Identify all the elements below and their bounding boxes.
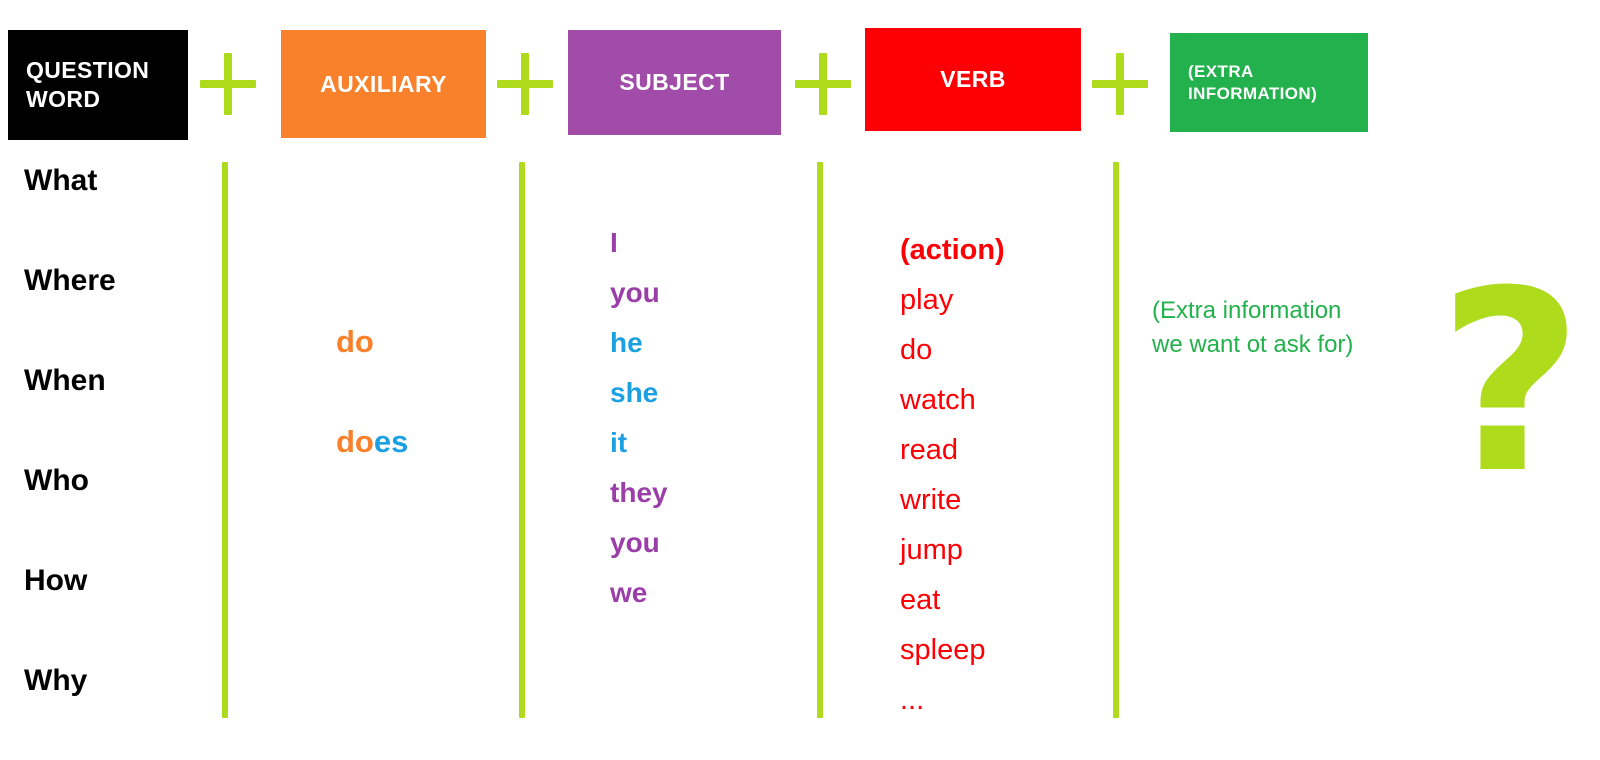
auxiliary-stem: do bbox=[336, 324, 374, 359]
list-item-verb: play bbox=[900, 284, 954, 316]
column-divider bbox=[222, 162, 228, 718]
list-item-subject: you bbox=[610, 277, 660, 308]
plus-icon bbox=[795, 53, 851, 115]
verb-column: (action) play do watch read write jump e… bbox=[900, 225, 1100, 725]
list-item-verb: spleep bbox=[900, 634, 986, 666]
column-divider bbox=[519, 162, 525, 718]
list-item-subject: he bbox=[610, 327, 643, 358]
header-label-subject: SUBJECT bbox=[619, 69, 730, 96]
list-item-verb: (action) bbox=[900, 234, 1005, 266]
list-item-question-word: Why bbox=[24, 664, 88, 697]
plus-icon bbox=[200, 53, 256, 115]
extra-information-line-1: (Extra information bbox=[1152, 297, 1342, 324]
header-box-subject: SUBJECT bbox=[568, 30, 781, 135]
list-item-subject: they bbox=[610, 477, 668, 508]
list-item-auxiliary: do bbox=[336, 325, 496, 425]
extra-information-note: (Extra information we want ot ask for) bbox=[1152, 294, 1422, 362]
list-item-subject: it bbox=[610, 427, 628, 458]
header-box-auxiliary: AUXILIARY bbox=[281, 30, 486, 138]
question-mark-icon: ? bbox=[1438, 237, 1584, 528]
list-item-verb: do bbox=[900, 334, 933, 366]
list-item-question-word: Where bbox=[24, 264, 116, 297]
list-item-question-word: Who bbox=[24, 464, 89, 497]
list-item-subject: you bbox=[610, 527, 660, 558]
list-item-question-word: When bbox=[24, 364, 106, 397]
auxiliary-stem: do bbox=[336, 424, 374, 459]
list-item-verb: write bbox=[900, 484, 962, 516]
extra-information-line-2: we want ot ask for) bbox=[1152, 331, 1354, 358]
subject-column: I you he she it they you we bbox=[610, 218, 790, 618]
list-item-verb: read bbox=[900, 434, 959, 466]
list-item-verb: watch bbox=[900, 384, 976, 416]
list-item-verb: jump bbox=[900, 534, 963, 566]
question-word-column: What Where When Who How Why bbox=[24, 158, 204, 758]
header-label-auxiliary: AUXILIARY bbox=[320, 70, 447, 97]
header-box-verb: VERB bbox=[865, 28, 1081, 131]
column-divider bbox=[817, 162, 823, 718]
list-item-subject: she bbox=[610, 377, 659, 408]
list-item-verb: eat bbox=[900, 584, 941, 616]
auxiliary-column: do does bbox=[336, 325, 496, 525]
list-item-question-word: How bbox=[24, 564, 88, 597]
list-item-auxiliary: does bbox=[336, 425, 496, 525]
list-item-subject: I bbox=[610, 227, 618, 258]
list-item-question-word: What bbox=[24, 164, 98, 197]
column-divider bbox=[1113, 162, 1119, 718]
plus-icon bbox=[497, 53, 553, 115]
list-item-verb: ... bbox=[900, 684, 925, 716]
list-item-subject: we bbox=[610, 577, 648, 608]
header-label-verb: VERB bbox=[940, 66, 1006, 93]
plus-icon bbox=[1092, 53, 1148, 115]
auxiliary-suffix: es bbox=[373, 424, 409, 459]
